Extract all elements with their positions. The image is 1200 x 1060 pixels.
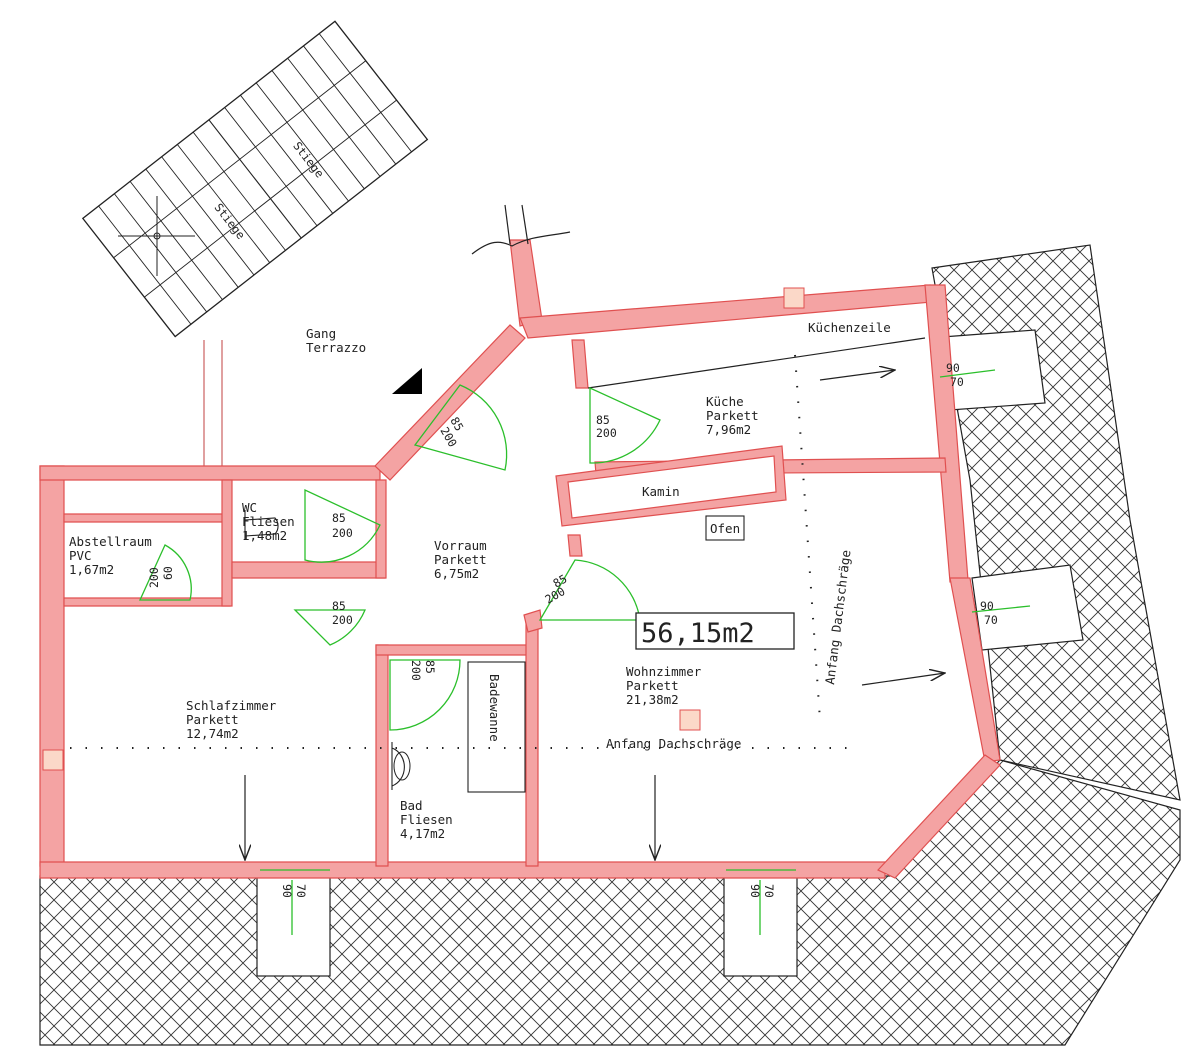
kuechenzeile-label: Küchenzeile: [808, 320, 891, 335]
toilet-icon: [244, 510, 279, 540]
vorraum-floor: Parkett: [434, 552, 487, 567]
break-line: [471, 204, 571, 255]
terrace-hatch-right: [931, 244, 1181, 801]
ofen-label: Ofen: [710, 521, 740, 536]
badewanne-label: Badewanne: [487, 674, 502, 742]
entrance-marker-icon: [392, 368, 422, 394]
window-bed-height: 70: [294, 884, 308, 898]
door4-height: 200: [332, 613, 353, 627]
window-living-height: 70: [762, 884, 776, 898]
door1-width: 85: [447, 415, 466, 434]
kueche-name: Küche: [706, 394, 744, 409]
dachschraege-label-horizontal: Anfang Dachschräge: [606, 736, 741, 751]
door6-height: 200: [409, 660, 423, 681]
window-wohn-width: 90: [980, 599, 994, 613]
vorraum-name: Vorraum: [434, 538, 487, 553]
door5-height: 200: [543, 584, 568, 607]
kueche-floor: Parkett: [706, 408, 759, 423]
sink-icon: [391, 742, 411, 790]
wall-marker-left: [42, 749, 64, 771]
wc-name: WC: [242, 500, 257, 515]
abstell-name: Abstellraum: [69, 534, 152, 549]
total-area-box: [635, 612, 795, 650]
bad-floor: Fliesen: [400, 812, 453, 827]
gang-name: Gang: [306, 326, 336, 341]
schlaf-floor: Parkett: [186, 712, 239, 727]
kitchen-counter: [587, 337, 926, 389]
staircase: Stiege Stiege: [81, 20, 429, 338]
door7-width: 60: [161, 566, 175, 580]
wall-marker-top: [783, 287, 805, 309]
kueche-area: 7,96m2: [706, 422, 751, 437]
window-niche-bedroom: [256, 869, 331, 977]
column-marker: [679, 709, 701, 731]
window-bed-width: 90: [280, 884, 294, 898]
chimney-inner: [567, 455, 777, 519]
door2-width: 85: [596, 413, 610, 427]
slope-arrows: [245, 370, 945, 860]
window-kitchen-height: 70: [950, 375, 964, 389]
wohn-area: 21,38m2: [626, 692, 679, 707]
door3-height: 200: [332, 526, 353, 540]
door6-width: 85: [423, 660, 437, 674]
total-area: 56,15m2: [641, 618, 755, 649]
vorraum-area: 6,75m2: [434, 566, 479, 581]
wohn-floor: Parkett: [626, 678, 679, 693]
oven-box: [705, 515, 745, 541]
wc-floor: Fliesen: [242, 514, 295, 529]
door3-width: 85: [332, 511, 346, 525]
walls: [39, 239, 1001, 879]
wohn-name: Wohnzimmer: [626, 664, 702, 679]
window-wohn-height: 70: [984, 613, 998, 627]
window-niche-wohn: [971, 564, 1084, 651]
gang-floor: Terrazzo: [306, 340, 366, 355]
abstell-area: 1,67m2: [69, 562, 114, 577]
doors: [138, 369, 1031, 935]
dachschraege-label-vertical: Anfang Dachschräge: [822, 549, 853, 685]
door5-width: 85: [551, 572, 570, 591]
terrace-hatch-bottom: [39, 759, 1181, 1046]
bad-name: Bad: [400, 798, 423, 813]
wc-area: 1,48m2: [242, 528, 287, 543]
window-kitchen-width: 90: [946, 361, 960, 375]
bad-area: 4,17m2: [400, 826, 445, 841]
door4-width: 85: [332, 599, 346, 613]
door2-height: 200: [596, 426, 617, 440]
kamin-label: Kamin: [642, 484, 680, 499]
abstell-floor: PVC: [69, 548, 92, 563]
bathtub: [467, 661, 526, 793]
schlaf-area: 12,74m2: [186, 726, 239, 741]
window-living-width: 90: [748, 884, 762, 898]
door7-height: 200: [147, 567, 161, 588]
schlaf-name: Schlafzimmer: [186, 698, 277, 713]
crosshair-symbol: [118, 196, 195, 276]
